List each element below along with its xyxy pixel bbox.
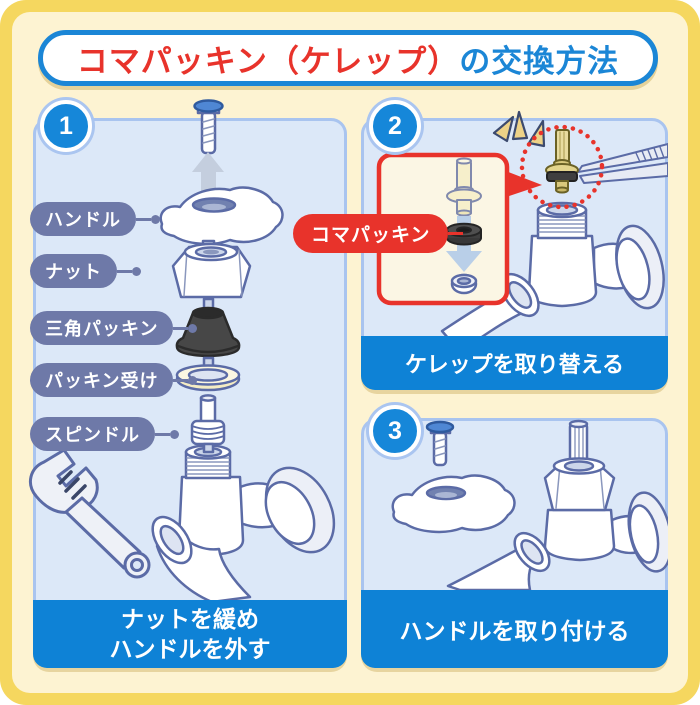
step1-caption-line2: ハンドルを外す [109,636,271,662]
part-label-triangle-packing: 三角パッキン [30,311,174,345]
label-connector-line [155,432,170,436]
koma-packing-label: コマパッキン [293,214,449,253]
step3-caption-text: ハンドルを取り付ける [399,618,630,644]
label-row-triangle-packing: 三角パッキン [30,311,198,345]
title-highlight: コマパッキン（ケレップ） [76,43,460,79]
label-row-spindle: スピンドル [30,417,179,451]
label-connector-line [136,217,151,221]
step2-badge: 2 [369,100,421,152]
label-connector-line [117,269,132,273]
koma-packing-callout: コマパッキン [293,214,464,253]
diagram-board: コマパッキン（ケレップ）の交換方法 ナットを緩め ハンドルを外す ケレップを取り… [12,12,688,693]
step1-caption: ナットを緩め ハンドルを外す [33,600,347,668]
part-label-packing-seat: パッキン受け [30,363,174,397]
step3-caption: ハンドルを取り付ける [361,590,668,668]
label-connector-line [173,378,189,382]
label-connector-dot [151,214,160,224]
step3-badge: 3 [369,405,421,457]
step1-caption-line1: ナットを緩め [121,606,259,632]
part-label-spindle: スピンドル [30,417,155,451]
label-connector-dot [170,429,179,439]
step2-caption-text: ケレップを取り替える [405,352,624,377]
part-label-handle: ハンドル [30,202,136,236]
label-connector-dot [132,266,141,276]
step2-panel: ケレップを取り替える [361,118,668,390]
label-row-handle: ハンドル [30,202,160,236]
step3-panel: ハンドルを取り付ける [361,418,668,668]
label-connector-line [173,326,189,330]
label-connector-dot [188,375,198,385]
callout-connector-line [448,232,464,235]
title-rest: の交換方法 [459,43,620,79]
part-label-nut: ナット [30,254,117,288]
label-row-nut: ナット [30,254,141,288]
label-row-packing-seat: パッキン受け [30,363,198,397]
label-connector-dot [188,323,198,333]
step2-caption: ケレップを取り替える [361,336,668,390]
step1-badge: 1 [40,100,92,152]
title-banner: コマパッキン（ケレップ）の交換方法 [38,30,658,86]
